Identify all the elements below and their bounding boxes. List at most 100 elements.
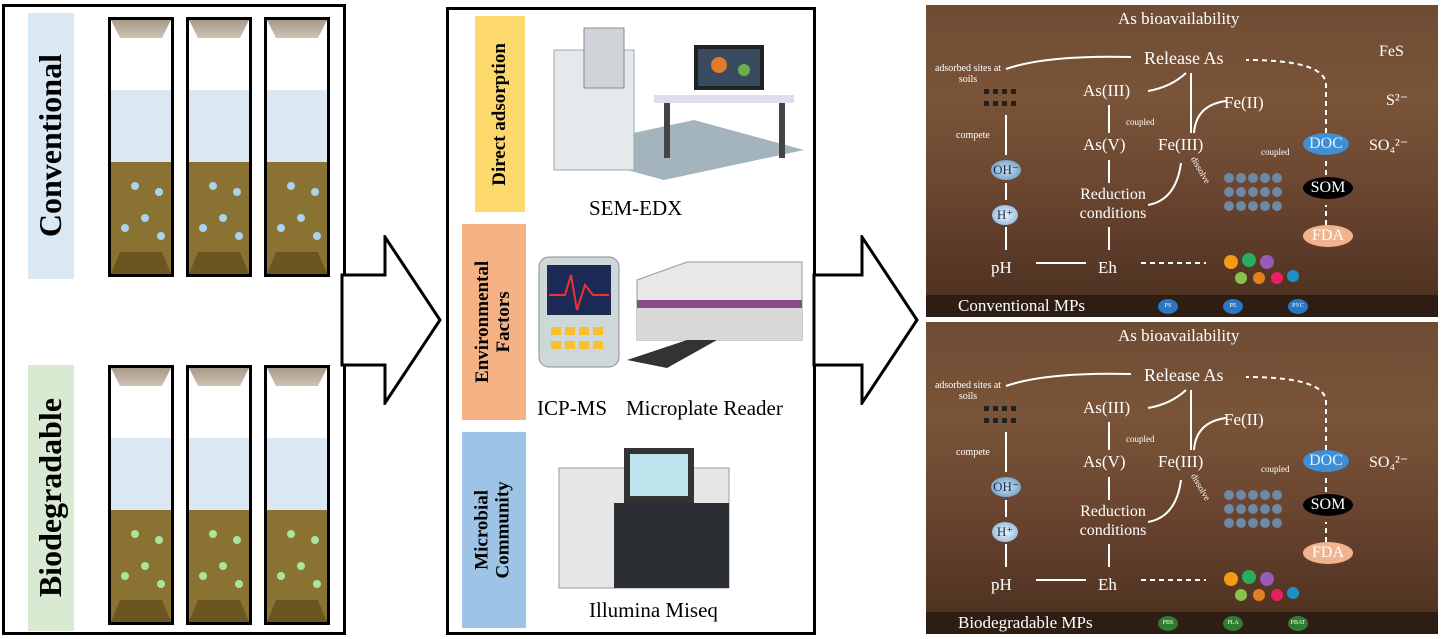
fda-node: FDA	[1303, 225, 1353, 247]
doc-node: DOC	[1303, 133, 1349, 155]
mps-footer	[926, 612, 1438, 634]
sem-edx-illustration	[553, 27, 804, 180]
microplastic-bead	[287, 530, 295, 538]
microbes-icon	[1224, 570, 1299, 601]
microplate-reader-illustration	[627, 261, 803, 368]
tube-cap	[267, 368, 327, 386]
microplastic-bead	[219, 562, 227, 570]
polymer-bead: PVC	[1288, 299, 1308, 314]
microplastic-bead	[235, 580, 243, 588]
adsorbed-sites-icon	[984, 89, 1016, 106]
soil-layer	[189, 162, 249, 274]
sample-tube	[264, 17, 330, 277]
flow-arrow-1	[340, 235, 442, 405]
water-layer	[111, 438, 171, 513]
as5-label: As(V)	[1083, 452, 1126, 471]
oh-node: OH⁻	[991, 160, 1021, 180]
biodegradable-label: Biodegradable	[28, 365, 74, 631]
water-layer	[111, 90, 171, 165]
tube-cap	[111, 368, 171, 386]
microplastic-bead	[131, 182, 139, 190]
environmental-factors-label: Environmental Factors	[462, 224, 526, 420]
tube-cap	[111, 20, 171, 38]
water-layer	[267, 438, 327, 513]
bio-label: As bioavailability	[1118, 326, 1240, 345]
sample-panel: Conventional Biodegradable	[2, 4, 346, 635]
fda-node: FDA	[1303, 542, 1353, 564]
coupled2-label: coupled	[1261, 147, 1290, 157]
red-label: Reduction conditions	[1079, 503, 1147, 540]
tube-cap	[189, 20, 249, 38]
coupled2-label: coupled	[1261, 464, 1290, 474]
adsorbed-sites-icon	[984, 406, 1016, 423]
sample-tube	[108, 17, 174, 277]
microplastic-bead	[313, 580, 321, 588]
microplastic-bead	[121, 572, 129, 580]
microplastic-bead	[277, 572, 285, 580]
pathway-arrows	[1005, 372, 1327, 581]
icp-ms-illustration	[538, 256, 620, 368]
water-layer	[267, 90, 327, 165]
release-label: Release As	[1144, 365, 1224, 385]
release-label: Release As	[1144, 48, 1224, 68]
microplastic-bead	[219, 214, 227, 222]
compete-label: compete	[956, 447, 990, 458]
microplastic-bead	[297, 562, 305, 570]
soil-layer	[267, 162, 327, 274]
microplastic-bead	[209, 530, 217, 538]
microplastic-bead	[141, 214, 149, 222]
microplastic-bead	[155, 188, 163, 196]
bio-label: As bioavailability	[1118, 9, 1240, 28]
soil-layer	[267, 510, 327, 622]
illumina-miseq-illustration	[558, 448, 730, 589]
iron-mineral-icon	[1224, 490, 1282, 528]
h-node: H⁺	[992, 522, 1018, 542]
soil-layer	[189, 510, 249, 622]
soil-layer	[111, 510, 171, 622]
direct-adsorption-label: Direct adsorption	[475, 16, 525, 212]
microbial-community-label: Microbial Community	[462, 432, 526, 628]
mps-title: Biodegradable MPs	[958, 613, 1093, 632]
conventional-label: Conventional	[28, 13, 74, 279]
fe2-label: Fe(II)	[1224, 410, 1264, 429]
water-layer	[189, 438, 249, 513]
microplastic-bead	[209, 182, 217, 190]
microplate-reader-caption: Microplate Reader	[626, 396, 783, 420]
fe3-label: Fe(III)	[1158, 452, 1204, 471]
sample-tube	[108, 365, 174, 625]
microplastic-bead	[233, 188, 241, 196]
sem-edx-caption: SEM-EDX	[589, 196, 683, 220]
icp-ms-caption: ICP-MS	[537, 396, 608, 420]
sample-tube	[186, 17, 252, 277]
sample-tube	[264, 365, 330, 625]
som-node: SOM	[1303, 177, 1353, 199]
microplastic-bead	[313, 232, 321, 240]
polymer-bead: PBAT	[1288, 616, 1308, 631]
sites-label: adsorbed sites at soils	[934, 63, 1002, 85]
microplastic-bead	[311, 536, 319, 544]
water-layer	[189, 90, 249, 165]
microbes-icon	[1224, 253, 1299, 284]
microplastic-bead	[141, 562, 149, 570]
polymer-bead: PLA	[1223, 616, 1243, 631]
ph-label: pH	[991, 258, 1012, 277]
microplastic-bead	[199, 572, 207, 580]
microplastic-bead	[199, 224, 207, 232]
polymer-bead: PBS	[1158, 616, 1178, 631]
doc-node: DOC	[1303, 450, 1349, 472]
polymer-bead: PE	[1223, 299, 1243, 314]
iron-mineral-icon	[1224, 173, 1282, 211]
microplastic-bead	[287, 182, 295, 190]
eh-label: Eh	[1098, 575, 1117, 594]
coupled1-label: coupled	[1126, 117, 1155, 127]
so4-label: SO₄²⁻	[1369, 454, 1409, 471]
soil-layer	[111, 162, 171, 274]
microplastic-bead	[157, 580, 165, 588]
tube-cap	[267, 20, 327, 38]
tube-cap	[189, 368, 249, 386]
as3-label: As(III)	[1083, 81, 1131, 100]
as3-label: As(III)	[1083, 398, 1131, 417]
sample-tube	[186, 365, 252, 625]
